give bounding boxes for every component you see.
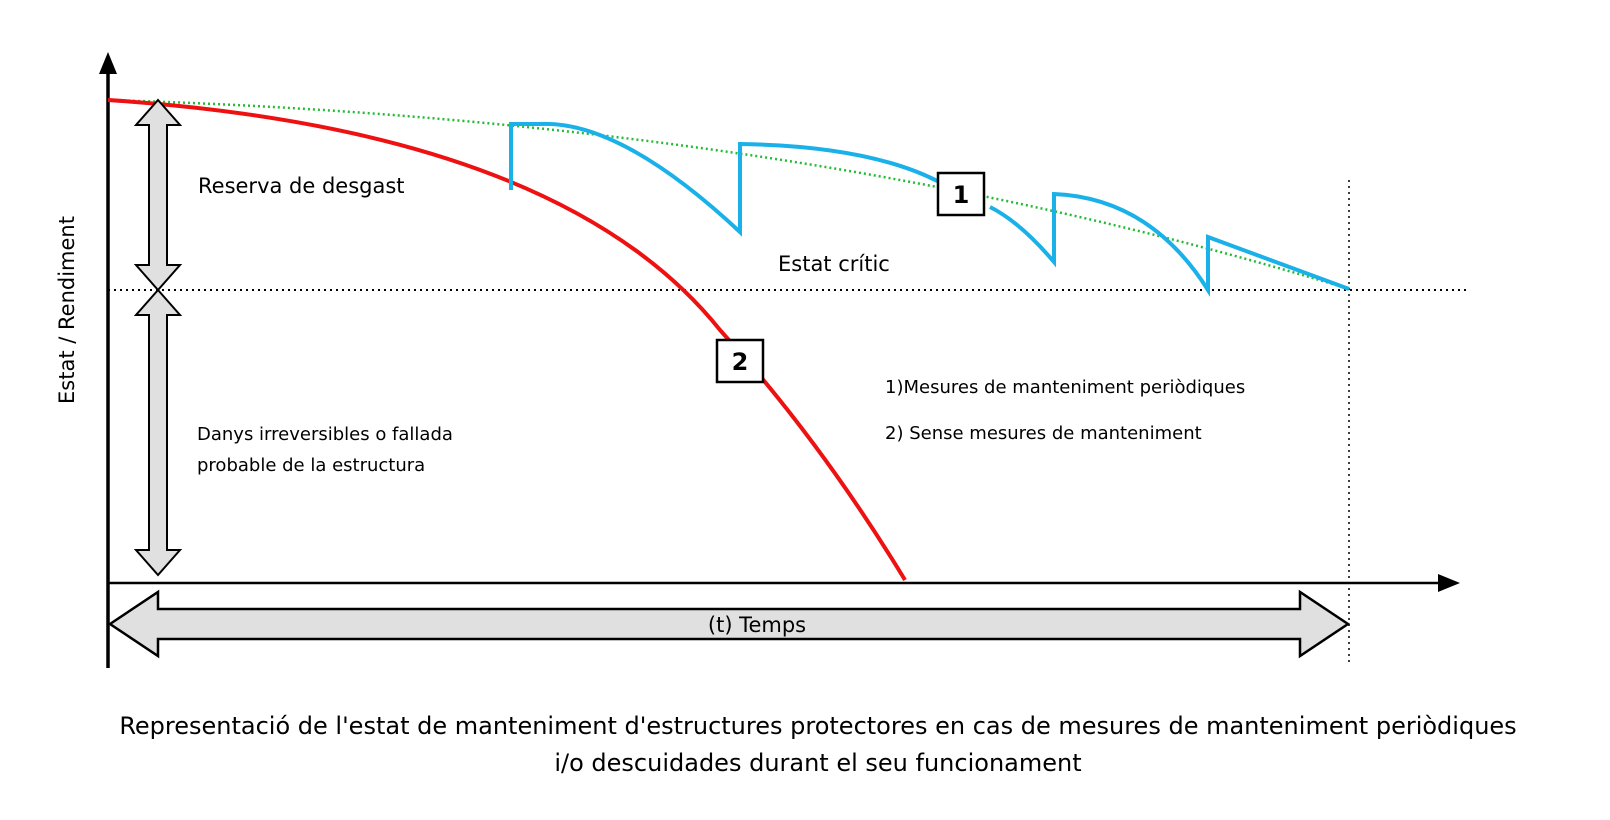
ideal-envelope-curve xyxy=(107,98,1350,291)
curve2-marker: 2 xyxy=(715,338,765,384)
axes xyxy=(99,52,1460,668)
x-axis-arrowhead xyxy=(1438,574,1460,592)
damage-label-line2: probable de la estructura xyxy=(197,455,425,476)
unmaintained-curve xyxy=(107,98,907,582)
curve2-marker-label: 2 xyxy=(732,348,749,376)
legend-item-1: 1)Mesures de manteniment periòdiques xyxy=(885,377,1245,398)
legend-item-2: 2) Sense mesures de manteniment xyxy=(885,423,1202,444)
curve1-marker-box xyxy=(936,171,986,217)
damage-label-line1: Danys irreversibles o fallada xyxy=(197,424,453,445)
y-axis-label: Estat / Rendiment xyxy=(55,216,79,404)
time-double-arrow xyxy=(107,589,1351,659)
critical-state-label: Estat crític xyxy=(778,252,890,276)
y-axis-arrowhead xyxy=(99,52,117,74)
curve2-marker-box xyxy=(715,338,765,384)
time-label: (t) Temps xyxy=(708,613,806,637)
reserve-double-arrow xyxy=(133,98,183,292)
curve1-marker: 1 xyxy=(936,171,986,217)
caption-line2: i/o descuidades durant el seu funcioname… xyxy=(554,749,1081,777)
damage-double-arrow xyxy=(133,288,183,577)
reserve-label: Reserva de desgast xyxy=(198,174,405,198)
caption-line1: Representació de l'estat de manteniment … xyxy=(119,712,1516,740)
curve1-marker-label: 1 xyxy=(953,181,970,209)
maintained-curve xyxy=(509,121,1350,297)
